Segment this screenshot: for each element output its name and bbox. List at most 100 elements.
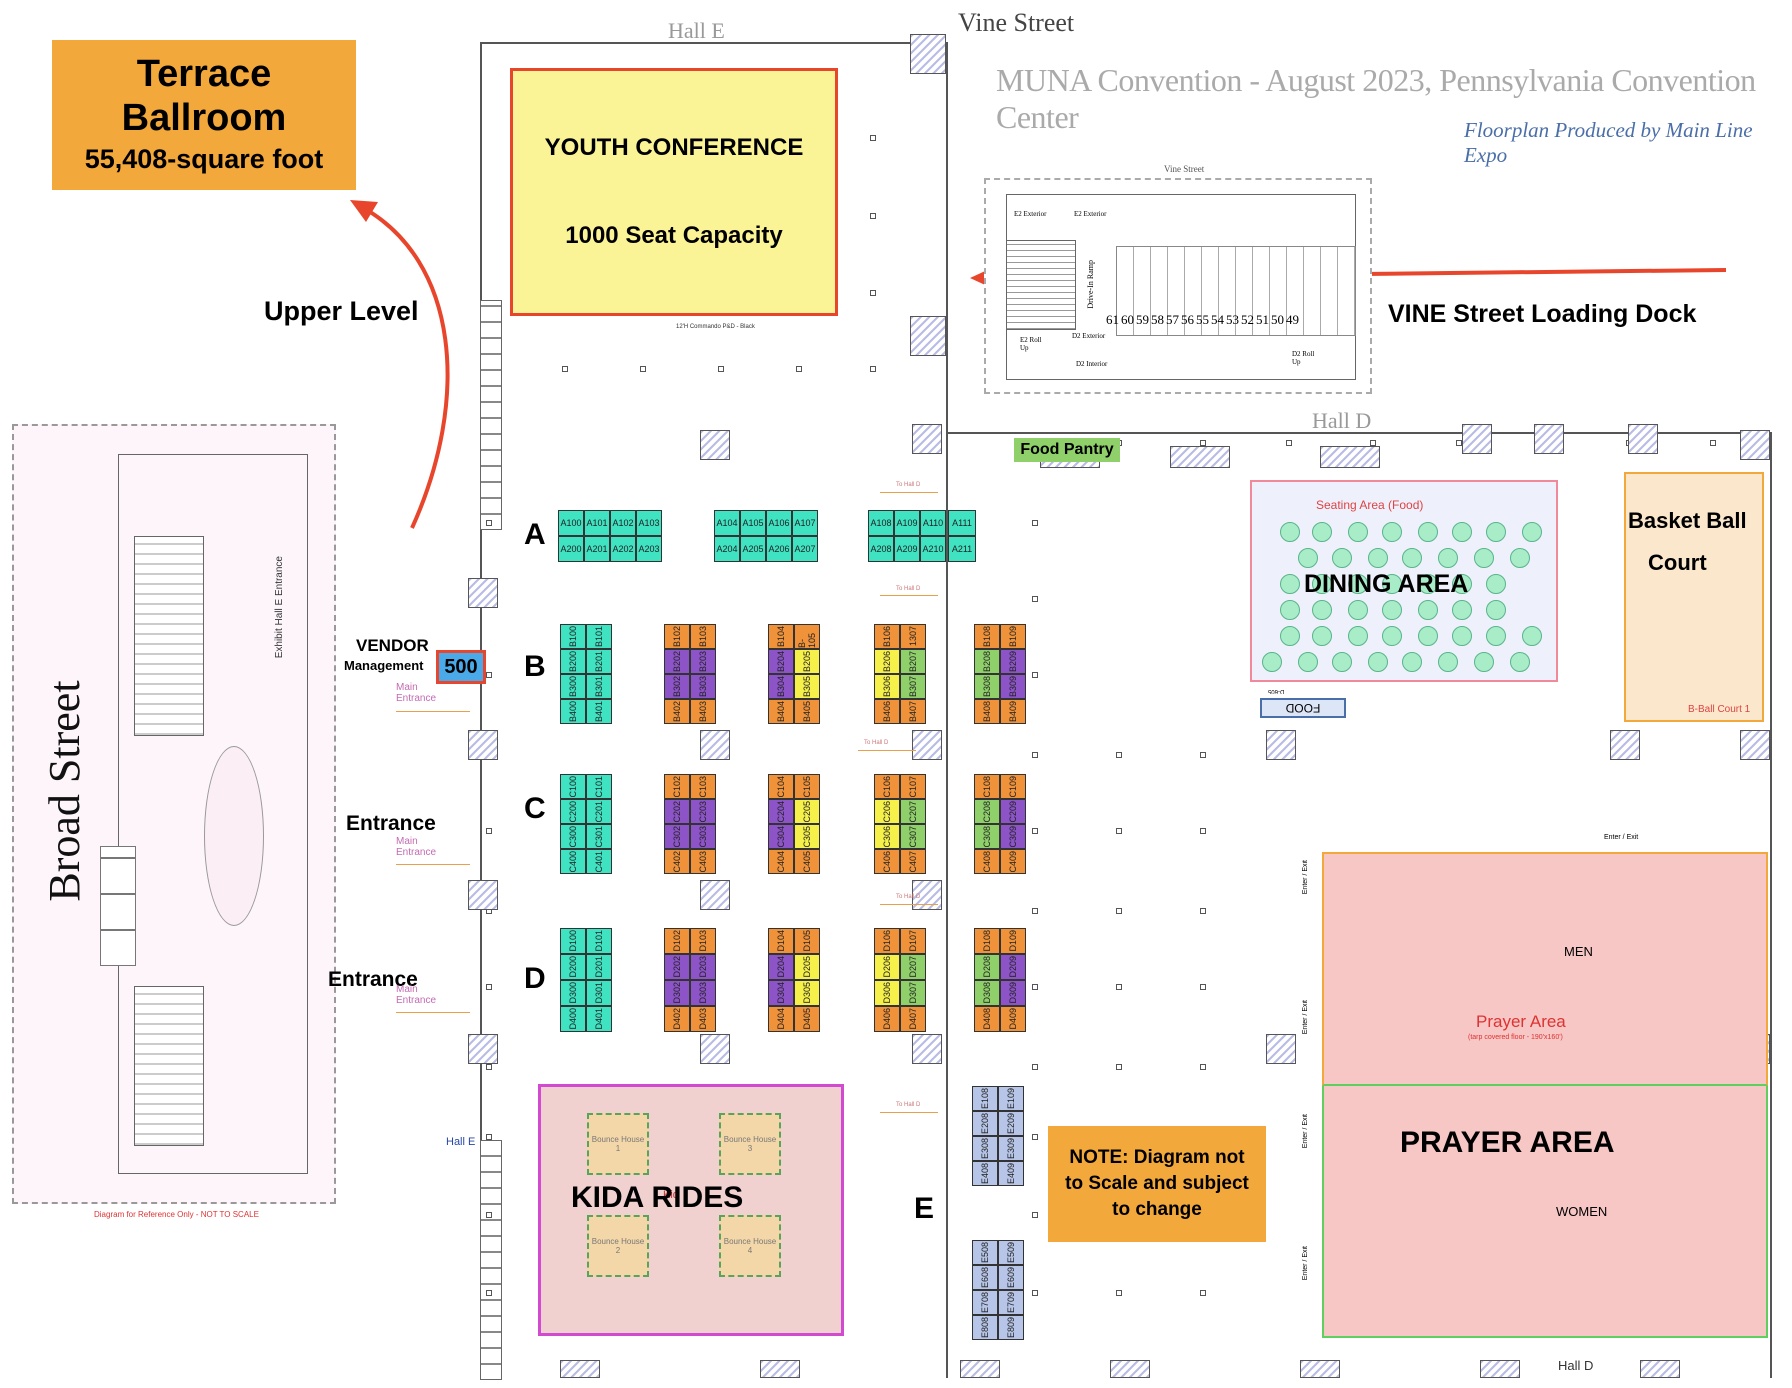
booth-e609[interactable]: E609	[998, 1265, 1024, 1290]
booth-e708[interactable]: E708	[972, 1290, 998, 1315]
booth-d409[interactable]: D409	[1000, 1006, 1026, 1032]
booth-c408[interactable]: C408	[974, 849, 1000, 874]
booth-b200[interactable]: B200	[560, 649, 586, 674]
booth-d200[interactable]: D200	[560, 954, 586, 980]
booth-b-105[interactable]: B-105	[794, 624, 820, 649]
booth-c203[interactable]: C203	[690, 799, 716, 824]
booth-c205[interactable]: C205	[794, 799, 820, 824]
booth-d106[interactable]: D106	[874, 928, 900, 954]
booth-d304[interactable]: D304	[768, 980, 794, 1006]
booth-b208[interactable]: B208	[974, 649, 1000, 674]
booth-d108[interactable]: D108	[974, 928, 1000, 954]
booth-e108[interactable]: E108	[972, 1086, 998, 1111]
booth-e109[interactable]: E109	[998, 1086, 1024, 1111]
booth-c105[interactable]: C105	[794, 774, 820, 799]
booth-b405[interactable]: B405	[794, 699, 820, 724]
booth-d301[interactable]: D301	[586, 980, 612, 1006]
booth-b303[interactable]: B303	[690, 674, 716, 699]
booth-b102[interactable]: B102	[664, 624, 690, 649]
booth-a105[interactable]: A105	[740, 510, 766, 536]
booth-c407[interactable]: C407	[900, 849, 926, 874]
booth-a210[interactable]: A210	[920, 536, 946, 562]
booth-c306[interactable]: C306	[874, 824, 900, 849]
booth-1307[interactable]: 1307	[900, 624, 926, 649]
booth-c402[interactable]: C402	[664, 849, 690, 874]
booth-c304[interactable]: C304	[768, 824, 794, 849]
booth-c109[interactable]: C109	[1000, 774, 1026, 799]
booth-d205[interactable]: D205	[794, 954, 820, 980]
booth-a204[interactable]: A204	[714, 536, 740, 562]
booth-b409[interactable]: B409	[1000, 699, 1026, 724]
booth-a103[interactable]: A103	[636, 510, 662, 536]
booth-d302[interactable]: D302	[664, 980, 690, 1006]
booth-c108[interactable]: C108	[974, 774, 1000, 799]
booth-d307[interactable]: D307	[900, 980, 926, 1006]
booth-b302[interactable]: B302	[664, 674, 690, 699]
booth-a200[interactable]: A200	[558, 536, 584, 562]
booth-c307[interactable]: C307	[900, 824, 926, 849]
booth-a101[interactable]: A101	[584, 510, 610, 536]
booth-d300[interactable]: D300	[560, 980, 586, 1006]
booth-c405[interactable]: C405	[794, 849, 820, 874]
booth-a111[interactable]: A111	[948, 510, 976, 536]
booth-d405[interactable]: D405	[794, 1006, 820, 1032]
booth-a211[interactable]: A211	[948, 536, 976, 562]
booth-a104[interactable]: A104	[714, 510, 740, 536]
booth-d401[interactable]: D401	[586, 1006, 612, 1032]
booth-b101[interactable]: B101	[586, 624, 612, 649]
booth-d207[interactable]: D207	[900, 954, 926, 980]
booth-b203[interactable]: B203	[690, 649, 716, 674]
booth-b406[interactable]: B406	[874, 699, 900, 724]
booth-c100[interactable]: C100	[560, 774, 586, 799]
booth-b307[interactable]: B307	[900, 674, 926, 699]
booth-c202[interactable]: C202	[664, 799, 690, 824]
booth-d404[interactable]: D404	[768, 1006, 794, 1032]
booth-a110[interactable]: A110	[920, 510, 946, 536]
booth-b407[interactable]: B407	[900, 699, 926, 724]
booth-b308[interactable]: B308	[974, 674, 1000, 699]
booth-b402[interactable]: B402	[664, 699, 690, 724]
booth-d103[interactable]: D103	[690, 928, 716, 954]
booth-e608[interactable]: E608	[972, 1265, 998, 1290]
booth-e508[interactable]: E508	[972, 1240, 998, 1265]
booth-a108[interactable]: A108	[868, 510, 894, 536]
booth-e309[interactable]: E309	[998, 1136, 1024, 1161]
booth-c302[interactable]: C302	[664, 824, 690, 849]
booth-c305[interactable]: C305	[794, 824, 820, 849]
booth-b109[interactable]: B109	[1000, 624, 1026, 649]
booth-b301[interactable]: B301	[586, 674, 612, 699]
booth-d105[interactable]: D105	[794, 928, 820, 954]
booth-e808[interactable]: E808	[972, 1315, 998, 1340]
booth-e809[interactable]: E809	[998, 1315, 1024, 1340]
booth-a203[interactable]: A203	[636, 536, 662, 562]
booth-d305[interactable]: D305	[794, 980, 820, 1006]
booth-d204[interactable]: D204	[768, 954, 794, 980]
booth-c406[interactable]: C406	[874, 849, 900, 874]
booth-d403[interactable]: D403	[690, 1006, 716, 1032]
booth-d309[interactable]: D309	[1000, 980, 1026, 1006]
booth-b202[interactable]: B202	[664, 649, 690, 674]
booth-a205[interactable]: A205	[740, 536, 766, 562]
booth-c300[interactable]: C300	[560, 824, 586, 849]
booth-d107[interactable]: D107	[900, 928, 926, 954]
booth-b104[interactable]: B104	[768, 624, 794, 649]
booth-b401[interactable]: B401	[586, 699, 612, 724]
booth-b309[interactable]: B309	[1000, 674, 1026, 699]
booth-500[interactable]: 500	[436, 650, 486, 684]
booth-b400[interactable]: B400	[560, 699, 586, 724]
booth-a102[interactable]: A102	[610, 510, 636, 536]
booth-d202[interactable]: D202	[664, 954, 690, 980]
booth-d402[interactable]: D402	[664, 1006, 690, 1032]
booth-c201[interactable]: C201	[586, 799, 612, 824]
booth-b100[interactable]: B100	[560, 624, 586, 649]
booth-c208[interactable]: C208	[974, 799, 1000, 824]
booth-e208[interactable]: E208	[972, 1111, 998, 1136]
booth-c409[interactable]: C409	[1000, 849, 1026, 874]
booth-b403[interactable]: B403	[690, 699, 716, 724]
booth-d303[interactable]: D303	[690, 980, 716, 1006]
booth-a109[interactable]: A109	[894, 510, 920, 536]
booth-c104[interactable]: C104	[768, 774, 794, 799]
booth-e308[interactable]: E308	[972, 1136, 998, 1161]
booth-b108[interactable]: B108	[974, 624, 1000, 649]
booth-b209[interactable]: B209	[1000, 649, 1026, 674]
